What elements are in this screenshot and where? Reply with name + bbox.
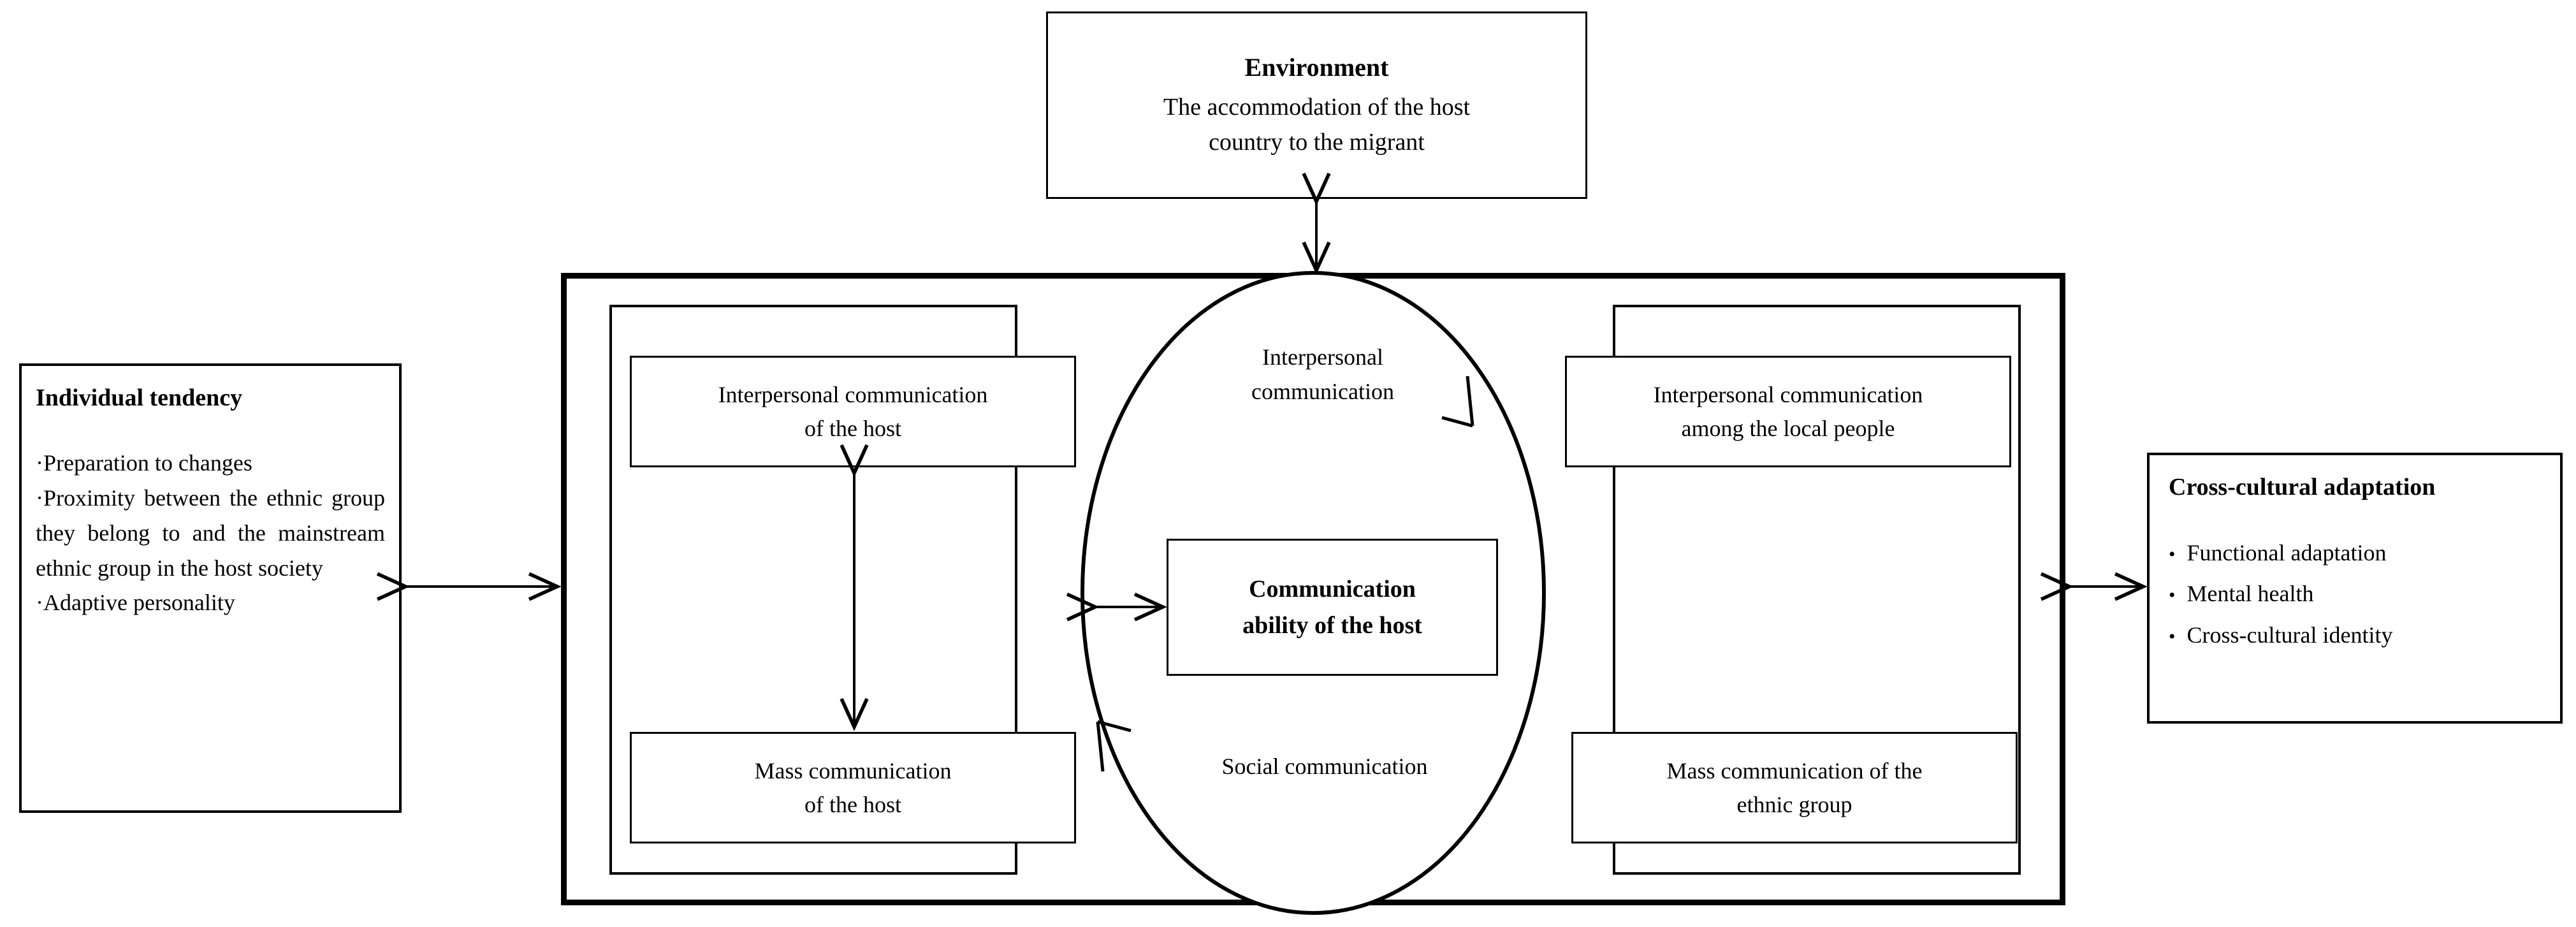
box-line1: Interpersonal communication — [718, 382, 988, 408]
ellipse-arrowhead-clockwise-bottom — [1096, 720, 1132, 772]
box-line1: Mass communication — [754, 758, 952, 784]
center-line2: ability of the host — [1242, 611, 1422, 639]
list-item-label: Mental health — [2187, 581, 2314, 607]
ellipse-top-label-line2: communication — [1251, 379, 1394, 404]
box-line2: of the host — [804, 415, 901, 441]
ellipse-arrowhead-clockwise-top — [1441, 376, 1474, 428]
cross-cultural-adaptation-title: Cross-cultural adaptation — [2169, 474, 2436, 500]
box-line2: of the host — [804, 791, 901, 817]
box-line2: ethnic group — [1736, 791, 1852, 817]
ellipse-top-label-line1: Interpersonal — [1262, 344, 1383, 370]
bullet-icon: • — [2169, 625, 2176, 647]
individual-tendency-box: Individual tendency ·Preparation to chan… — [19, 363, 402, 813]
interpersonal-communication-of-the-host-box: Interpersonal communication of the host — [630, 356, 1076, 467]
environment-description-line2: country to the migrant — [1209, 129, 1425, 156]
center-line1: Communication — [1249, 575, 1416, 602]
box-line1: Interpersonal communication — [1653, 382, 1923, 408]
list-item-label: Cross-cultural identity — [2187, 622, 2393, 648]
list-item: • Cross-cultural identity — [2169, 615, 2543, 655]
box-line1: Mass communication of the — [1666, 758, 1923, 784]
list-item: • Mental health — [2169, 573, 2543, 614]
mass-communication-of-the-host-box: Mass communication of the host — [630, 732, 1076, 843]
environment-box: Environment The accommodation of the hos… — [1046, 11, 1587, 199]
list-item: • Functional adaptation — [2169, 532, 2543, 573]
individual-tendency-title: Individual tendency — [36, 384, 243, 411]
list-item-label: Functional adaptation — [2187, 540, 2387, 566]
box-line2: among the local people — [1681, 415, 1895, 441]
environment-title: Environment — [1244, 52, 1389, 82]
bullet-icon: • — [2169, 544, 2176, 566]
mass-communication-of-the-ethnic-group-box: Mass communication of the ethnic group — [1571, 732, 2018, 843]
cross-cultural-adaptation-box: Cross-cultural adaptation • Functional a… — [2147, 453, 2563, 724]
list-item: ·Preparation to changes — [36, 450, 252, 476]
list-item: ·Proximity between the ethnic group they… — [36, 485, 385, 581]
cross-cultural-adaptation-list: • Functional adaptation • Mental health … — [2169, 532, 2543, 655]
ellipse-bottom-label: Social communication — [1221, 754, 1428, 779]
communication-ability-of-the-host-box: Communication ability of the host — [1167, 539, 1498, 676]
bullet-icon: • — [2169, 585, 2176, 606]
interpersonal-communication-among-local-people-box: Interpersonal communication among the lo… — [1565, 356, 2011, 467]
environment-description-line1: The accommodation of the host — [1163, 93, 1471, 120]
ellipse-top-label: Interpersonal communication — [1189, 340, 1457, 409]
individual-tendency-list: ·Preparation to changes ·Proximity betwe… — [36, 446, 385, 620]
list-item: ·Adaptive personality — [36, 590, 235, 616]
environment-description: The accommodation of the host country to… — [1163, 90, 1470, 160]
